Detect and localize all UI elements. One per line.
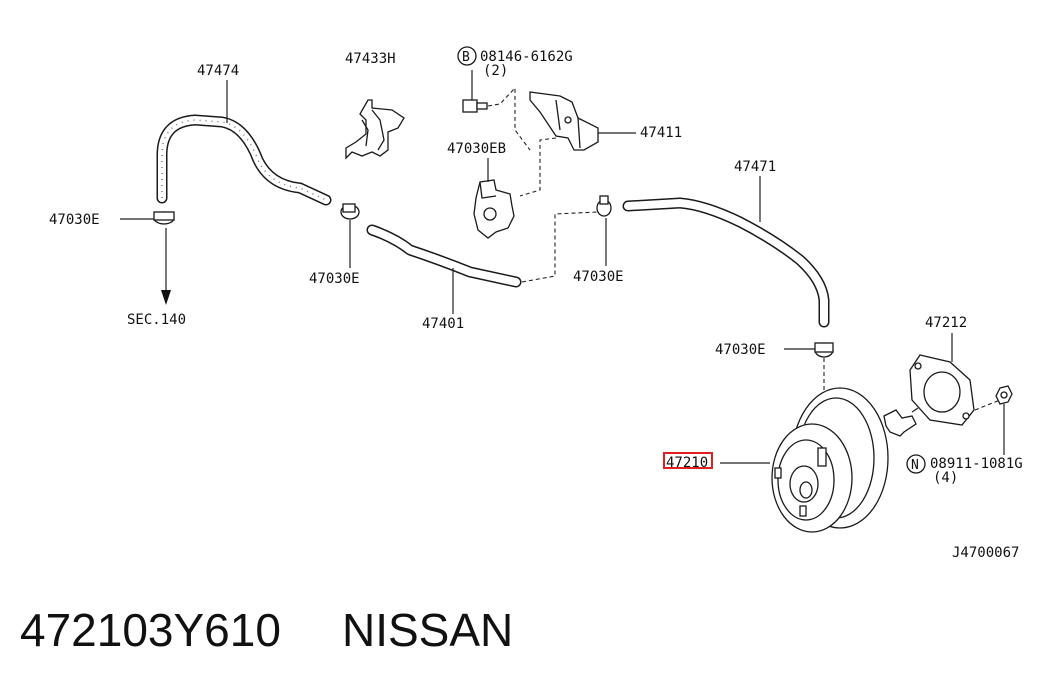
label-47212: 47212 (925, 315, 967, 331)
label-nut-qty: (4) (933, 470, 958, 486)
caption-part-number: 472103Y610 (20, 604, 281, 656)
bracket-47411[interactable] (529, 91, 599, 151)
nut-n-icon: N (906, 454, 926, 474)
label-47210[interactable]: 47210 (666, 455, 708, 471)
label-clamp-booster: 47030E (715, 342, 766, 358)
brake-booster-47210[interactable] (771, 387, 919, 533)
clamp-right-icon[interactable] (596, 195, 612, 217)
clamp-mid-icon[interactable] (340, 203, 360, 220)
gasket-47212[interactable] (909, 354, 975, 426)
label-clamp-mid: 47030E (309, 271, 360, 287)
hose-47401[interactable] (366, 224, 522, 288)
label-clamp-right: 47030E (573, 269, 624, 285)
label-47411: 47411 (640, 125, 682, 141)
label-clamp-left: 47030E (49, 212, 100, 228)
hose-47471[interactable] (622, 197, 830, 328)
label-bolt-qty: (2) (483, 63, 508, 79)
clip-47433h[interactable] (345, 99, 405, 160)
hose-47474[interactable] (156, 114, 332, 206)
label-47433h: 47433H (345, 51, 396, 67)
clamp-left-icon[interactable] (153, 211, 175, 225)
caption-brand: NISSAN (342, 604, 513, 656)
label-drawing-id: J4700067 (952, 545, 1019, 561)
label-47401: 47401 (422, 316, 464, 332)
label-47030eb: 47030EB (447, 141, 506, 157)
nut-icon[interactable] (995, 385, 1013, 405)
nut-symbol: N (911, 458, 919, 473)
label-sec-ref[interactable]: SEC.140 (127, 312, 186, 328)
bolt-b-icon: B (457, 46, 477, 66)
arrow-down-icon (161, 228, 171, 305)
highlight-box (663, 452, 713, 469)
label-47474: 47474 (197, 63, 239, 79)
label-47471: 47471 (734, 159, 776, 175)
clamp-booster-icon[interactable] (814, 342, 834, 358)
bolt-symbol: B (462, 50, 470, 65)
bolt-icon[interactable] (462, 99, 488, 113)
label-nut-code: 08911-1081G (930, 456, 1023, 472)
bracket-47030eb[interactable] (473, 179, 515, 239)
label-bolt-code: 08146-6162G (480, 49, 573, 65)
